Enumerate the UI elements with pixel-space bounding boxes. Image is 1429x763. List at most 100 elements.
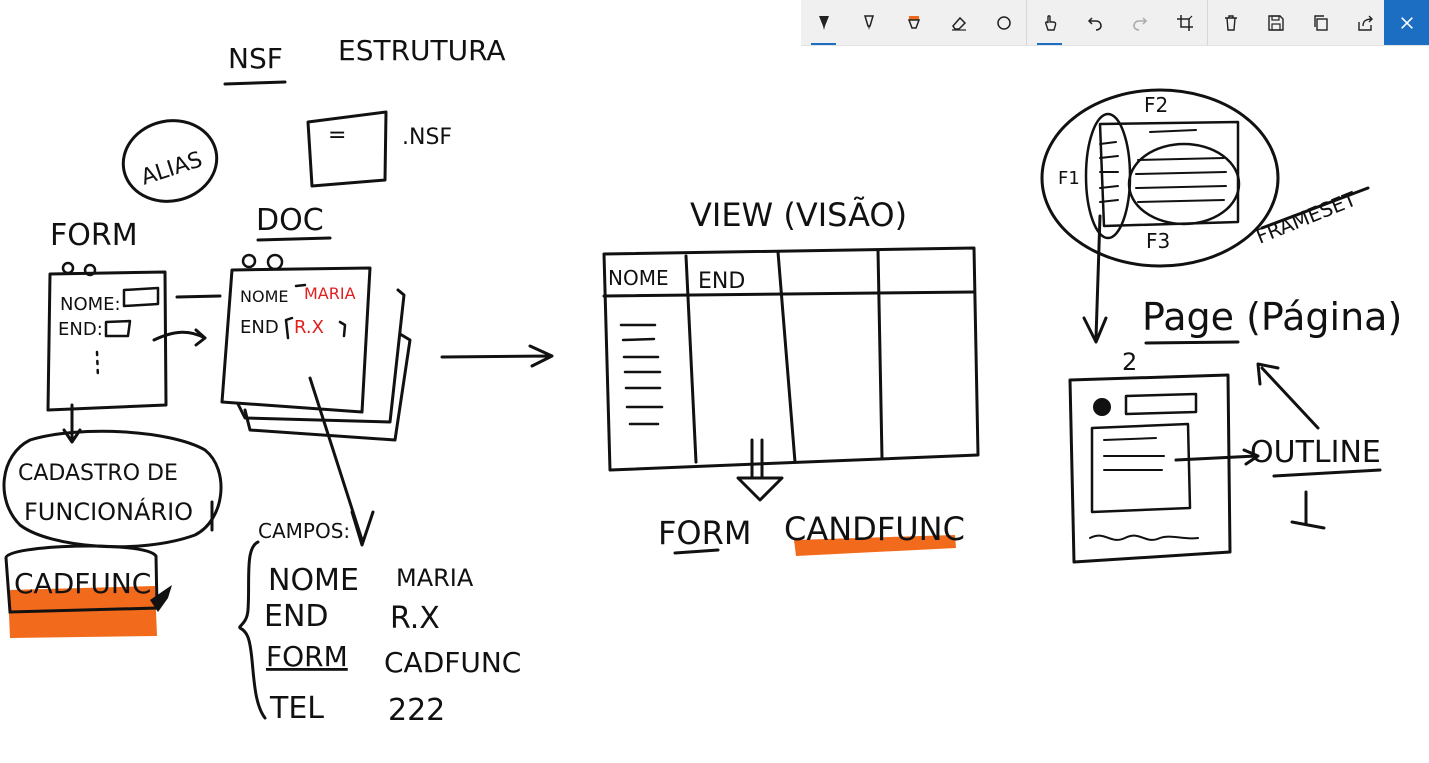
undo-button[interactable] xyxy=(1072,0,1117,45)
doc-page-2 xyxy=(233,288,406,424)
doc-value-nome: MARIA xyxy=(304,284,356,303)
page-number: 2 xyxy=(1122,348,1137,376)
estrutura-text: ESTRUTURA xyxy=(338,34,506,67)
touch-writing-button[interactable] xyxy=(1027,0,1072,45)
ink-toolbar xyxy=(801,0,1429,46)
close-icon xyxy=(1400,16,1413,29)
page-header-bar xyxy=(1124,392,1198,416)
outline-label: OUTLINE xyxy=(1250,435,1381,470)
campos-value-4: 222 xyxy=(388,693,445,728)
ruler-button[interactable] xyxy=(981,0,1026,45)
redo-button[interactable] xyxy=(1117,0,1162,45)
frameset-underline xyxy=(1260,186,1370,230)
doc-value-end: R.X xyxy=(294,317,324,338)
page-title: Page (Página) xyxy=(1142,295,1402,339)
crop-icon xyxy=(1176,14,1193,31)
frameset-f3-lines xyxy=(1135,157,1227,203)
page-outline-box xyxy=(1090,422,1192,514)
highlighter-button[interactable] xyxy=(891,0,936,45)
pencil-button[interactable] xyxy=(846,0,891,45)
eraser-icon xyxy=(951,16,966,31)
nsf-file-mark: = xyxy=(328,123,346,148)
campos-field-4: TEL xyxy=(269,691,324,726)
form-input-end xyxy=(104,319,132,338)
page-box xyxy=(1068,373,1232,564)
form-label-end: END: xyxy=(58,319,103,340)
nsf-file-box xyxy=(306,110,388,188)
frameset-f1: F1 xyxy=(1058,168,1080,189)
form-dots xyxy=(95,350,100,380)
frameset-f3: F3 xyxy=(1146,229,1170,253)
crop-button[interactable] xyxy=(1162,0,1207,45)
pencil-icon xyxy=(863,14,874,30)
doc-bracket-end xyxy=(284,316,347,340)
toolbar-separator xyxy=(1026,0,1027,45)
eraser-button[interactable] xyxy=(936,0,981,45)
view-table-outline xyxy=(602,246,980,472)
frameset-circle xyxy=(1040,88,1280,268)
doc-ring-2 xyxy=(266,253,284,271)
share-button[interactable] xyxy=(1343,0,1388,45)
campos-field-1: NOME xyxy=(268,563,359,598)
share-icon xyxy=(1357,15,1373,31)
view-form-underline xyxy=(673,548,720,555)
view-row-lines xyxy=(619,323,664,426)
cadfunc-highlight-box xyxy=(4,544,159,614)
campos-title: CAMPOS: xyxy=(258,519,350,543)
view-form-name: CANDFUNC xyxy=(784,510,965,548)
frameset-label: FRAMESET xyxy=(1253,186,1361,248)
outline-underline xyxy=(1272,468,1382,478)
form-label-nome: NOME: xyxy=(60,294,121,315)
doc-ring-1 xyxy=(241,253,257,269)
cadastro-line-1: CADASTRO DE xyxy=(18,461,178,486)
highlighter-icon xyxy=(907,15,920,29)
page-title-underline xyxy=(1144,340,1240,345)
redo-icon xyxy=(1132,16,1147,31)
view-col-sep-3 xyxy=(876,248,884,460)
campos-field-3: FORM xyxy=(266,640,348,673)
touch-icon xyxy=(1044,14,1056,31)
doc-title: DOC xyxy=(256,203,324,238)
form-ring-2 xyxy=(83,263,97,277)
view-col-nome: NOME xyxy=(608,266,669,290)
form-title: FORM xyxy=(50,218,138,253)
view-form-label: FORM xyxy=(658,514,751,552)
toolbar-separator xyxy=(1207,0,1208,45)
copy-button[interactable] xyxy=(1298,0,1343,45)
campos-value-1: MARIA xyxy=(396,564,474,592)
doc-to-campos-arrow xyxy=(308,376,375,547)
view-title: VIEW (VISÃO) xyxy=(690,196,907,234)
view-col-end: END xyxy=(698,269,745,294)
cadastro-line-2: FUNCIONÁRIO xyxy=(24,497,193,526)
ballpoint-pen-button[interactable] xyxy=(801,0,846,45)
campos-brace xyxy=(238,540,267,720)
page-outline-arrow xyxy=(1174,448,1260,466)
copy-icon xyxy=(1313,14,1328,31)
view-col-sep-1 xyxy=(684,254,698,464)
form-box xyxy=(46,270,168,412)
view-table-header-line xyxy=(602,290,976,298)
save-icon xyxy=(1267,14,1284,31)
page-logo-dot xyxy=(1093,398,1111,416)
outline-mark xyxy=(1290,490,1326,530)
doc-page-1 xyxy=(220,266,372,414)
candfunc-highlight xyxy=(794,535,956,556)
ruler-icon xyxy=(996,15,1011,30)
trash-icon xyxy=(1224,14,1237,31)
nsf-text: NSF xyxy=(228,42,283,75)
delete-button[interactable] xyxy=(1208,0,1253,45)
form-to-doc-arrow-2 xyxy=(152,328,207,347)
frameset-frame-f1 xyxy=(1084,112,1132,240)
close-button[interactable] xyxy=(1384,0,1429,45)
alias-text: ALIAS xyxy=(138,147,205,190)
alias-circle xyxy=(121,119,219,203)
cadastro-bubble xyxy=(2,429,223,549)
doc-bracket-nome xyxy=(294,283,307,288)
frameset-f2: F2 xyxy=(1144,93,1168,117)
frameset-f2-line xyxy=(1149,129,1197,133)
campos-value-2: R.X xyxy=(390,601,440,636)
nsf-underline xyxy=(223,80,287,86)
page-title-arrow xyxy=(1256,362,1320,430)
save-button[interactable] xyxy=(1253,0,1298,45)
